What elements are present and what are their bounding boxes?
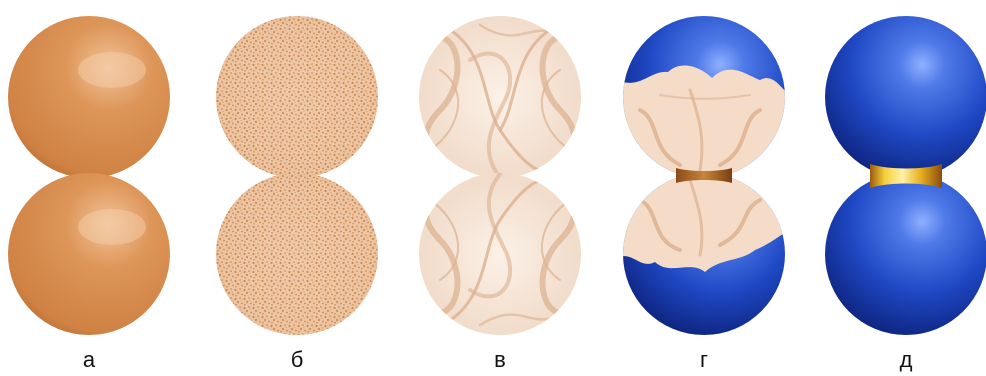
label-v: в [480, 348, 520, 372]
panel-v [415, 12, 585, 340]
sphere-top [825, 16, 986, 178]
sphere-bottom [8, 173, 170, 335]
panel-g [618, 16, 792, 335]
panel-a [8, 16, 170, 335]
sphere-top [8, 16, 170, 178]
marble-band-top [618, 65, 792, 180]
label-g: г [684, 348, 724, 372]
sphere-top [415, 12, 585, 182]
highlight-bottom [78, 209, 146, 245]
label-a: а [69, 348, 109, 372]
sphere-bottom [825, 173, 986, 335]
label-d: д [886, 348, 926, 372]
panel-b [216, 16, 378, 335]
sphere-bottom [415, 170, 585, 340]
panel-d [825, 16, 986, 335]
highlight-top [78, 52, 146, 88]
label-b: б [277, 348, 317, 372]
